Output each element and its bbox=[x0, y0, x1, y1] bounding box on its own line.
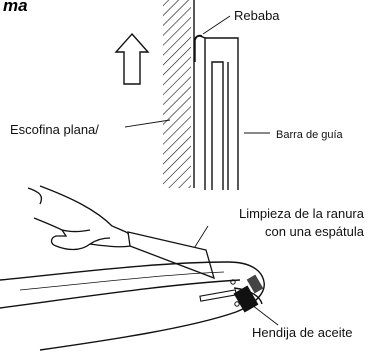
groove-cleaning-label-line2: con una espátula bbox=[264, 224, 364, 239]
oil-hole-slot bbox=[199, 289, 237, 302]
flat-file-label: Escofina plana/ bbox=[10, 122, 99, 137]
oil-hole-label: Hendija de aceite bbox=[252, 325, 353, 340]
hand bbox=[27, 185, 134, 251]
groove-cleaning-label-line1: Limpieza de la ranura bbox=[238, 206, 364, 221]
spatula bbox=[127, 231, 215, 280]
escofina-leader bbox=[124, 119, 171, 128]
guide-bar-label: Barra de guía bbox=[276, 129, 343, 141]
heading-fragment: ma bbox=[3, 0, 28, 15]
guide-bar-rail bbox=[194, 35, 239, 190]
up-arrow-icon bbox=[114, 32, 150, 85]
oil-hole-dot bbox=[234, 301, 240, 307]
guide-bar bbox=[0, 261, 265, 351]
flat-file bbox=[163, 0, 191, 188]
brush bbox=[233, 274, 264, 313]
burr bbox=[194, 34, 203, 41]
limpieza-leader bbox=[192, 225, 209, 251]
oil-hole-dot bbox=[230, 279, 236, 285]
rebaba-leader bbox=[202, 15, 231, 35]
burr-label: Rebaba bbox=[234, 8, 280, 23]
